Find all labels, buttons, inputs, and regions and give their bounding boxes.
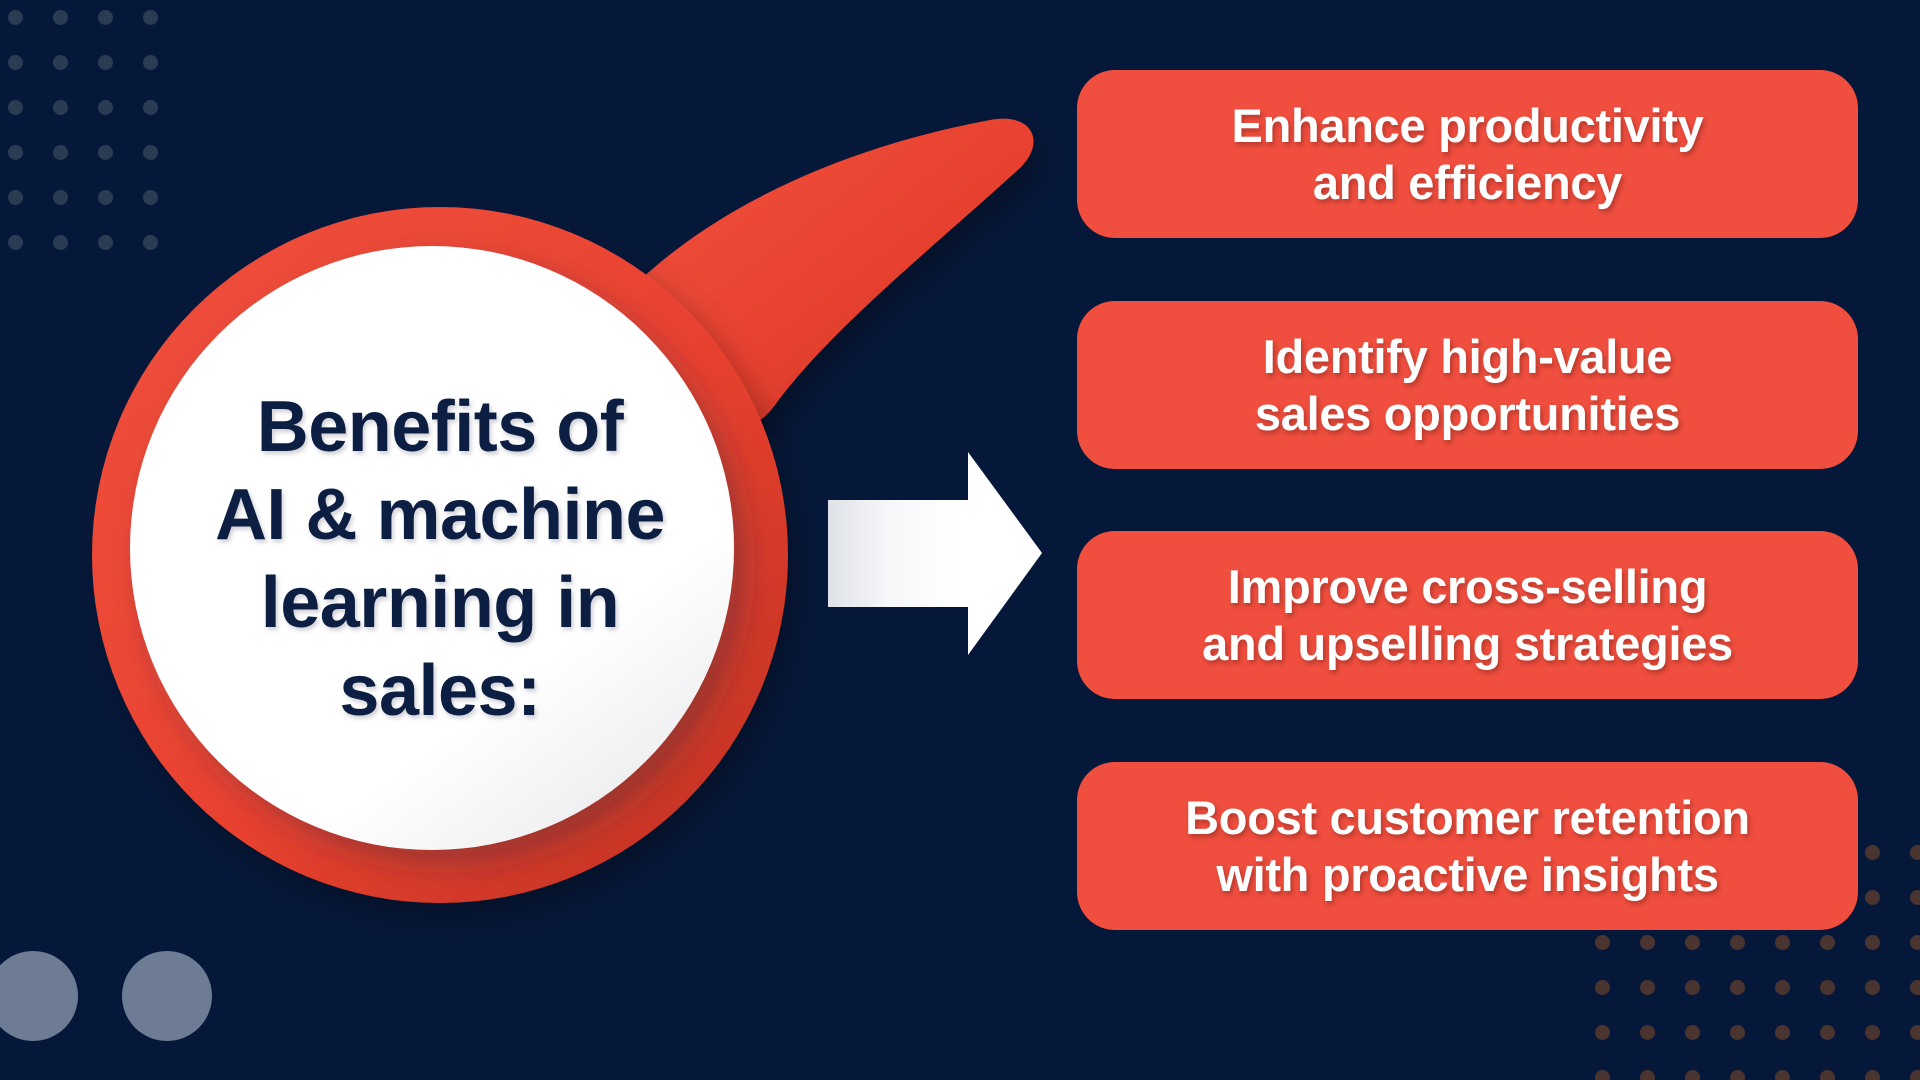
decorative-dot [98,145,113,160]
decorative-dot [1865,890,1880,905]
decorative-dot [1865,845,1880,860]
decorative-circle-1 [122,951,212,1041]
decorative-dot [1685,935,1700,950]
speech-bubble-shape [92,118,1042,903]
decorative-dot [8,190,23,205]
decorative-dot [1820,1025,1835,1040]
decorative-dot [1865,980,1880,995]
decorative-dot [143,235,158,250]
decorative-dot [1865,935,1880,950]
decorative-dot [53,235,68,250]
decorative-circle-0 [0,951,78,1041]
decorative-dot [53,10,68,25]
decorative-dot [1730,935,1745,950]
decorative-dot [1595,1025,1610,1040]
decorative-dot [1775,980,1790,995]
decorative-dot [98,235,113,250]
decorative-dot [1730,980,1745,995]
decorative-dot [1820,980,1835,995]
decorative-dot [1775,1025,1790,1040]
decorative-dot [1910,890,1920,905]
decorative-dot [1730,1070,1745,1080]
decorative-dot [1640,1025,1655,1040]
decorative-dot [1640,935,1655,950]
decorative-dot [1730,1025,1745,1040]
text-line-1: with proactive insights [1216,848,1719,901]
decorative-dot [1820,935,1835,950]
text-line-1: and efficiency [1312,156,1623,209]
decorative-dot [53,100,68,115]
decorative-dot [143,10,158,25]
decorative-dot [8,100,23,115]
decorative-dot [53,145,68,160]
decorative-dot [1865,1070,1880,1080]
speech-bubble-body [130,246,734,850]
decorative-dot [143,100,158,115]
decorative-dot [8,235,23,250]
decorative-dot [98,100,113,115]
decorative-dot [98,190,113,205]
decorative-dot [1910,1025,1920,1040]
decorative-dot [1775,935,1790,950]
text-line-0: Improve cross-selling [1227,559,1708,613]
decorative-dot-grid-top-left [8,10,208,290]
decorative-dot [1820,1070,1835,1080]
decorative-dot [8,55,23,70]
text-line-0: Identify high-value [1262,329,1673,383]
arrow-right-icon [828,452,1042,655]
decorative-dot [1865,1025,1880,1040]
decorative-dot [1685,980,1700,995]
decorative-dot [53,190,68,205]
decorative-dot [143,190,158,205]
text-line-1: and upselling strategies [1202,617,1733,670]
text-line-0: Enhance productivity [1231,98,1704,152]
decorative-dot [1910,845,1920,860]
decorative-dot [8,145,23,160]
decorative-dot [98,55,113,70]
decorative-dot [1640,1070,1655,1080]
decorative-dot [53,55,68,70]
decorative-dot [1595,935,1610,950]
decorative-dot [143,55,158,70]
decorative-dot [1685,1025,1700,1040]
decorative-dot [1910,980,1920,995]
decorative-dot [8,10,23,25]
decorative-dot [98,10,113,25]
text-line-1: sales opportunities [1254,387,1681,440]
decorative-dot [1685,1070,1700,1080]
decorative-dot [1595,1070,1610,1080]
text-line-0: Boost customer retention [1185,790,1750,844]
decorative-dot [1640,980,1655,995]
decorative-dot [1910,935,1920,950]
decorative-dot [1775,1070,1790,1080]
decorative-dot [1910,1070,1920,1080]
decorative-dot [143,145,158,160]
decorative-dot [1595,980,1610,995]
